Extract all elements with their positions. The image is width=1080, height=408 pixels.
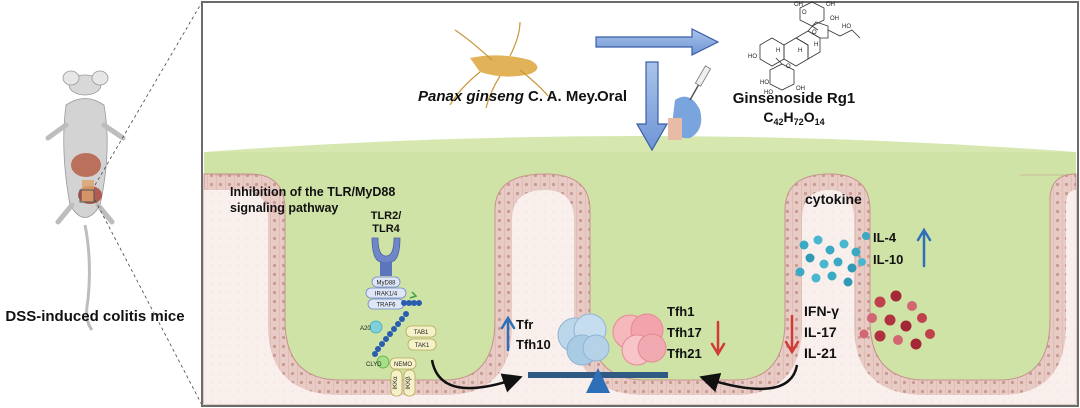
svg-text:NEMO: NEMO [394,362,412,368]
zoom-line-top [94,1,203,186]
zoom-line-bottom [94,199,203,406]
pathway-node-myd88: MyD88 [371,276,401,288]
mol-label: H [814,42,818,48]
pathway-node-traf6: TRAF6 [367,298,405,310]
label-ifn: IFN-γ [804,303,839,319]
down-arrow-tfh [710,320,726,357]
ginseng-label: Panax ginseng C. A. Mey. [418,88,598,105]
mol-label: HO [842,24,851,30]
mol-label: O [786,64,791,70]
mol-label: H [798,48,802,54]
mol-label: OH [830,16,839,22]
receptor-label-line2: TLR4 [372,223,400,235]
ginsenoside-labels: HO HO OH OH OH OH O O O H H H HO HO [748,2,851,96]
label-il4: IL-4 [873,230,897,245]
arrow-oral-down [635,61,669,152]
gavage-hand-illustration [668,65,712,140]
label-il10: IL-10 [873,252,903,267]
oral-label: Oral [597,88,627,105]
arrow-to-compound [595,28,720,56]
svg-text:A20: A20 [360,326,371,332]
mol-label: OH [794,2,803,8]
label-tfh17: Tfh17 [667,325,702,340]
teal-cytokine-dots [795,232,870,287]
up-arrow-cytokine [916,227,932,268]
mol-label: H [776,48,780,54]
ginseng-name-italic: Panax ginseng [418,88,524,105]
red-cytokine-dots [859,290,935,350]
tlr-receptor [371,237,401,276]
curved-arrow-right [699,364,799,393]
ginsenoside-structure [759,1,861,91]
mol-label: OH [796,86,805,92]
ginseng-name-rest: C. A. Mey. [524,88,598,105]
mol-label: HO [748,54,757,60]
pathway-node-ikk-beta: IKKβ [403,369,416,397]
mol-label: HO [764,90,773,96]
label-tfh10: Tfh10 [516,337,551,352]
label-tfh21: Tfh21 [667,346,702,361]
epithelium [203,173,1077,405]
mouse-illustration [45,70,126,331]
mol-label: O [812,30,817,36]
pathway-node-tab1: TAB1 [405,325,437,338]
label-il21: IL-21 [804,345,837,361]
svg-text:IKKα: IKKα [393,376,399,390]
mouse-label: DSS-induced colitis mice [5,308,184,325]
mol-label: O [802,10,807,16]
compound-formula: C42H72O14 [763,109,824,127]
pathway-node-clyd: CLYD [366,355,390,369]
cytokine-title: cytokine [805,191,862,207]
label-tfh1: Tfh1 [667,304,694,319]
svg-text:IRAK1/4: IRAK1/4 [375,292,398,298]
svg-text:TRAF6: TRAF6 [376,303,396,309]
pathway-node-ikk-alpha: IKKα [390,369,403,397]
pathway-node-a20: A20 [360,320,383,334]
label-tfr: Tfr [516,317,533,332]
curved-arrow-left [430,359,523,393]
svg-text:TAB1: TAB1 [414,330,429,336]
tfh-cell-cluster [612,313,667,366]
pathway-node-nemo: NEMO [389,357,417,370]
ginseng-root-illustration [449,21,549,109]
up-arrow-tfr [500,315,516,352]
pathway-node-irak: IRAK1/4 [365,287,407,299]
pathway-title-line1: Inhibition of the TLR/MyD88 [230,185,395,199]
svg-text:MyD88: MyD88 [376,281,396,287]
pathway-node-tak1: TAK1 [407,338,437,351]
svg-text:CLYD: CLYD [366,362,382,368]
down-arrow-cytokine [784,314,800,355]
svg-text:IKKβ: IKKβ [406,376,412,390]
balance-scale [528,368,668,393]
pathway-title-line2: signaling pathway [230,201,338,215]
mol-label: OH [826,2,835,8]
compound-name: Ginsenoside Rg1 [733,90,856,107]
ubiquitin-chain [372,291,422,357]
tfr-cell-cluster [557,313,610,366]
svg-text:TAK1: TAK1 [415,343,430,349]
label-il17: IL-17 [804,324,837,340]
receptor-label-line1: TLR2/ [371,210,402,222]
mol-label: HO [760,80,769,86]
